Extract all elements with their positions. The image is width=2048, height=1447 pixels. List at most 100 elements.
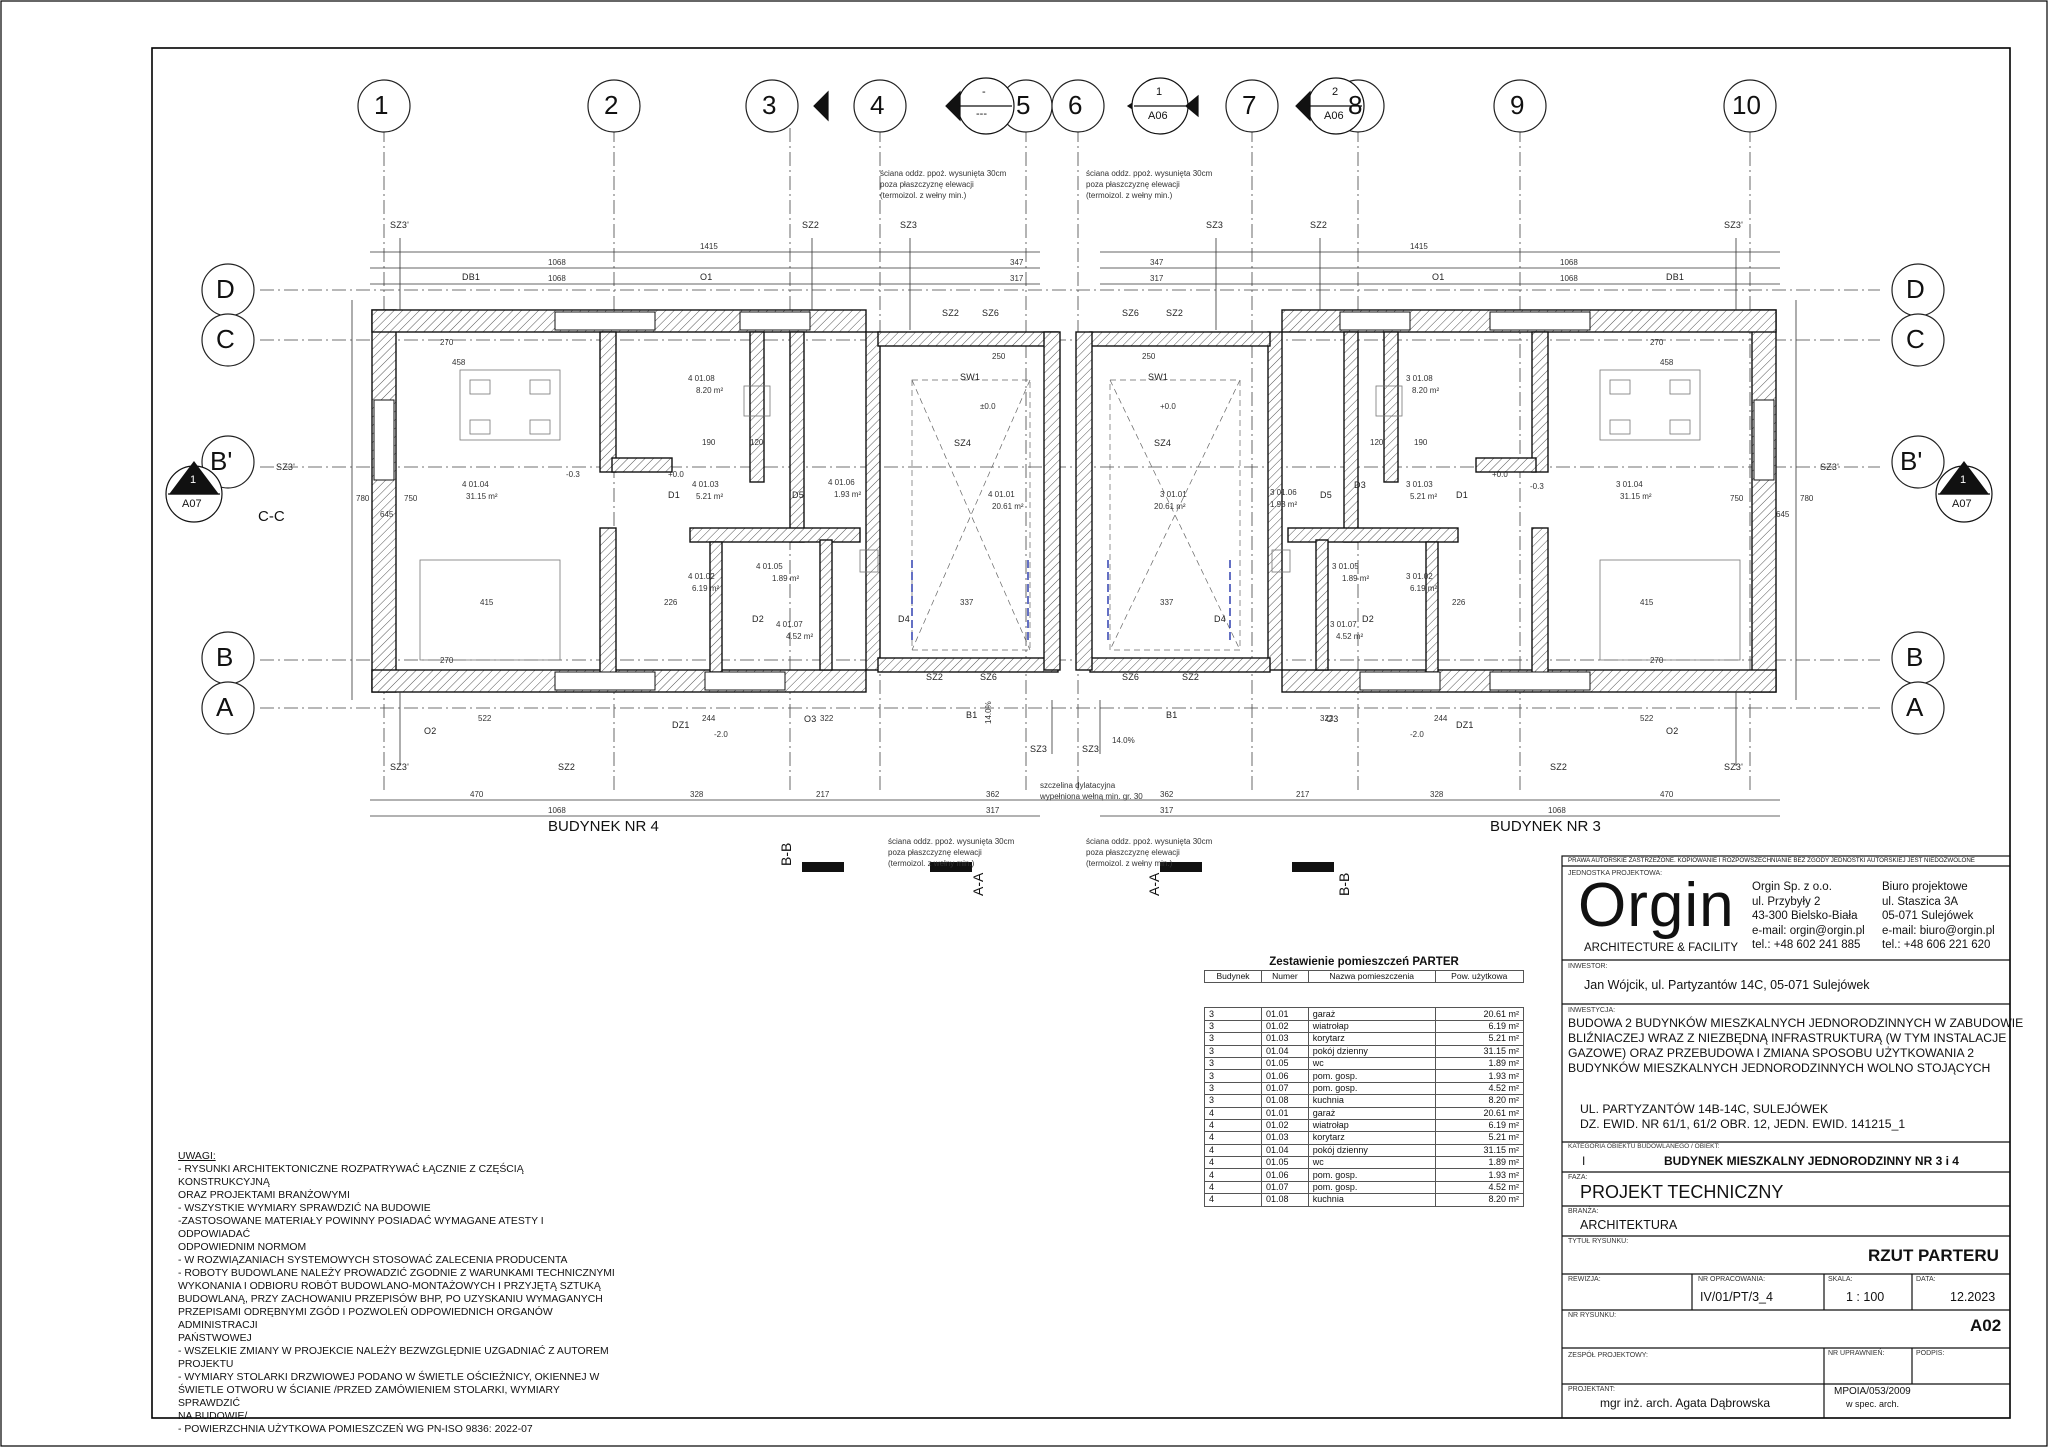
- tag-d5-left: D5: [792, 490, 804, 500]
- note-line: -ZASTOSOWANE MATERIAŁY POWINNY POSIADAĆ …: [178, 1216, 544, 1240]
- note-line: ŚWIETLE OTWORU W ŚCIANIE /PRZED ZAMÓWIEN…: [178, 1385, 560, 1409]
- level-1: -0.3: [566, 470, 580, 479]
- dim-misc-28: 645: [1776, 510, 1790, 519]
- tag-sz2-c1: SZ2: [942, 308, 960, 318]
- cell-name: pokój dzienny: [1307, 1044, 1436, 1058]
- dim-misc-17: 337: [960, 598, 974, 607]
- address-line-1: UL. PARTYZANTÓW 14B-14C, SULEJÓWEK: [1580, 1102, 1829, 1116]
- tag-sz4-left: SZ4: [954, 438, 972, 448]
- dim-misc-11: 458: [452, 358, 466, 367]
- wall-note-top-right: ściana oddz. ppoż. wysunięta 30cm poza p…: [1086, 168, 1212, 201]
- notes-title: UWAGI:: [178, 1151, 216, 1162]
- dim-misc-27: 645: [380, 510, 394, 519]
- dim-misc-22: 190: [1414, 438, 1428, 447]
- level-8: -0.3: [1530, 482, 1544, 491]
- section-a06-2-ref: A06: [1324, 110, 1344, 122]
- cell-number: 01.06: [1261, 1069, 1309, 1083]
- sheet-inner-border: [151, 47, 2011, 1419]
- company-line-1: Orgin Sp. z o.o.: [1752, 881, 1832, 893]
- branch-label: BRANŻA:: [1568, 1208, 1599, 1215]
- note-line: PAŃSTWOWEJ: [178, 1333, 252, 1344]
- phase-label: FAZA:: [1568, 1174, 1588, 1181]
- grid-col-3: 3: [762, 90, 777, 120]
- cell-area: 31.15 m²: [1434, 1044, 1525, 1058]
- note-line: - ROBOTY BUDOWLANE NALEŻY PROWADZIĆ ZGOD…: [178, 1268, 615, 1279]
- cell-building: 3: [1203, 1069, 1263, 1083]
- company-line-3: 43-300 Bielsko-Biała: [1752, 910, 1858, 922]
- drawing-title: RZUT PARTERU: [1868, 1246, 1999, 1265]
- wall-note-top-right-line-1: ściana oddz. ppoż. wysunięta 30cm: [1086, 169, 1213, 178]
- section-c-c: C-C: [258, 508, 285, 525]
- cell-number: 01.08: [1261, 1193, 1309, 1207]
- cell-building: 4: [1203, 1156, 1263, 1170]
- company-line-5: tel.: +48 602 241 885: [1752, 939, 1861, 951]
- dim-bottom-5: 317: [986, 806, 1000, 815]
- tag-sw1-right: SW1: [1148, 372, 1169, 382]
- grid-col-6: 6: [1068, 90, 1083, 120]
- dim-bottom2-2: 1068: [1548, 806, 1566, 815]
- wall-note-bottom-left: ściana oddz. ppoż. wysunięta 30cm poza p…: [888, 836, 1014, 869]
- tag-sz3p-bottom-left: SZ3': [390, 762, 410, 772]
- slope-right: 14.0%: [1112, 736, 1135, 745]
- dim-misc-19: 226: [664, 598, 678, 607]
- cell-name: pokój dzienny: [1307, 1143, 1436, 1158]
- cell-building: 3: [1203, 1044, 1263, 1058]
- project-address: UL. PARTYZANTÓW 14B-14C, SULEJÓWEK DZ. E…: [1580, 1102, 1905, 1132]
- notes-block: UWAGI: - RYSUNKI ARCHITEKTONICZNE ROZPAT…: [178, 1150, 618, 1436]
- dim-misc-23: 120: [750, 438, 764, 447]
- dim-bottom-6: 317: [1160, 806, 1174, 815]
- building-right-label: BUDYNEK NR 3: [1490, 818, 1601, 835]
- grid-col-1: 1: [374, 90, 389, 120]
- tag-leaders: [399, 238, 1737, 766]
- dim-misc-6: 522: [1640, 714, 1654, 723]
- date-label: DATA:: [1916, 1276, 1936, 1283]
- grid-row-left-d: D: [216, 274, 235, 304]
- cell-building: 3: [1203, 1032, 1263, 1046]
- scale-label: SKALA:: [1828, 1276, 1853, 1283]
- wall-note-top-left: ściana oddz. ppoż. wysunięta 30cm poza p…: [880, 168, 1006, 201]
- tag-sz3p-bottom-right: SZ3': [1724, 762, 1744, 772]
- cell-area: 20.61 m²: [1434, 1106, 1525, 1120]
- office-line-3: 05-071 Sulejówek: [1882, 910, 1974, 922]
- cell-building: 4: [1203, 1193, 1263, 1207]
- cell-area: 20.61 m²: [1434, 1007, 1525, 1021]
- sign-label: PODPIS:: [1916, 1350, 1945, 1357]
- dim-misc-3: 322: [820, 714, 834, 723]
- note-line: - WSZYSTKIE WYMIARY SPRAWDZIĆ NA BUDOWIE: [178, 1203, 431, 1214]
- grid-col-8: 8: [1348, 90, 1363, 120]
- room-right-0101-id: 3 01.01: [1160, 490, 1187, 499]
- dim-bottom-2: 328: [690, 790, 704, 799]
- cell-area: 6.19 m²: [1434, 1019, 1525, 1034]
- cell-number: 01.02: [1261, 1019, 1309, 1034]
- wall-note-bottom-right-line-1: ściana oddz. ppoż. wysunięta 30cm: [1086, 837, 1213, 846]
- cell-name: pom. gosp.: [1307, 1180, 1436, 1195]
- office-address: Biuro projektowe ul. Staszica 3A 05-071 …: [1882, 880, 1995, 953]
- tag-dz1-left: DZ1: [672, 720, 690, 730]
- notes-lines: - RYSUNKI ARCHITEKTONICZNE ROZPATRYWAĆ Ł…: [178, 1163, 618, 1436]
- level-4: +0.0: [1492, 470, 1508, 479]
- section-a07-left-num: 1: [190, 474, 197, 486]
- address-line-2: DZ. EWID. NR 61/1, 61/2 OBR. 12, JEDN. E…: [1580, 1117, 1906, 1131]
- section-markers-top: [813, 77, 1365, 135]
- section-a06-1-ref: A06: [1148, 110, 1168, 122]
- tag-d4-left: D4: [898, 614, 910, 624]
- cell-area: 4.52 m²: [1434, 1081, 1525, 1096]
- branch: ARCHITEKTURA: [1580, 1218, 1678, 1232]
- section-blank-num: -: [982, 86, 986, 98]
- tag-sz4-right: SZ4: [1154, 438, 1172, 448]
- cell-area: 31.15 m²: [1434, 1143, 1525, 1158]
- company-line-2: ul. Przybyły 2: [1752, 895, 1821, 908]
- section-a07-right-ref: A07: [1952, 498, 1972, 510]
- tag-sz2-b1: SZ2: [926, 672, 944, 682]
- note-line: WYKONANIA I ODBIORU ROBÓT BUDOWLANO-MONT…: [178, 1281, 601, 1292]
- tag-o1-left: O1: [700, 272, 713, 282]
- cell-name: wiatrołap: [1307, 1118, 1436, 1133]
- cell-area: 1.89 m²: [1434, 1056, 1525, 1071]
- room-right-0104-area: 31.15 m²: [1620, 492, 1652, 501]
